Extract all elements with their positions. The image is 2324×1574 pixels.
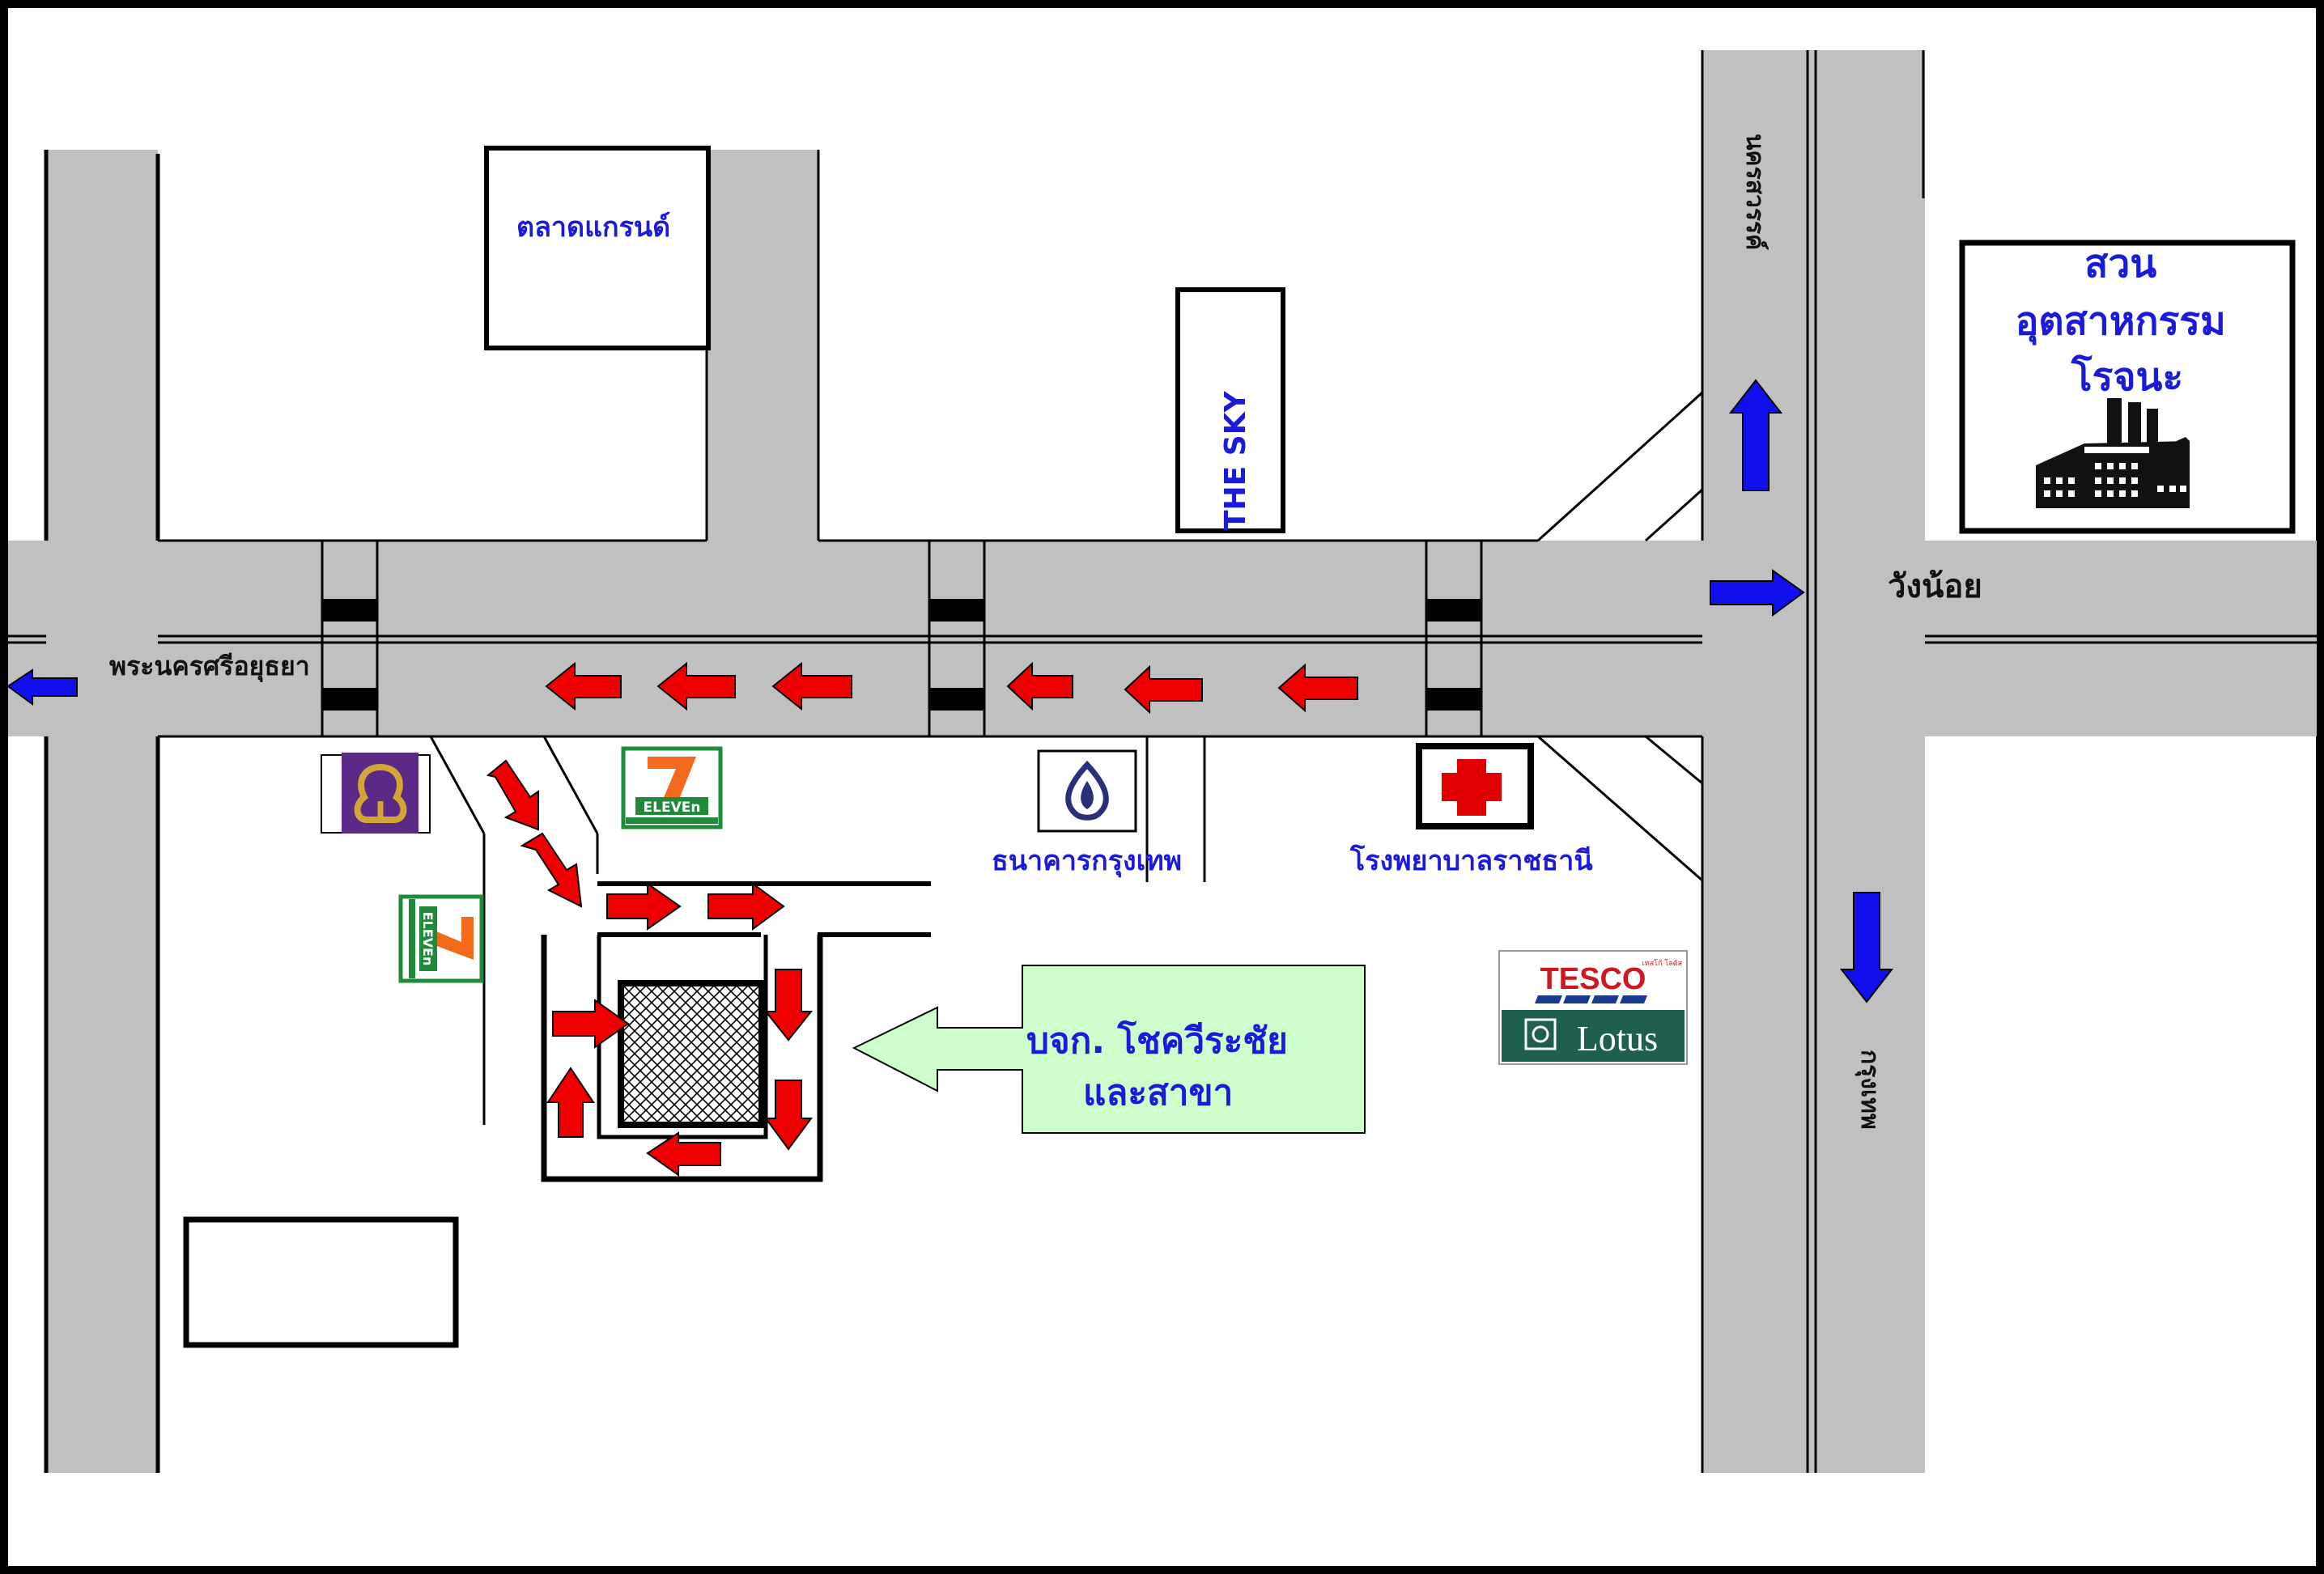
factory-icon	[2036, 398, 2190, 508]
seven-eleven-logo-icon: ELEVEn	[621, 746, 723, 829]
the-sky-label: THE SKY	[1219, 390, 1252, 530]
road-label-east: วังน้อย	[1888, 568, 1982, 605]
direction-arrow-icon	[1124, 664, 1203, 715]
right-road	[1702, 50, 1925, 1473]
market-road	[707, 150, 818, 542]
destination-callout	[852, 965, 1366, 1134]
red-arrows-main-road	[545, 661, 1358, 715]
destination-label-line2: และสาขา	[1083, 1072, 1233, 1114]
direction-arrow-icon	[1006, 661, 1073, 711]
hospital-label: โรงพยาบาลราชธานี	[1349, 844, 1593, 877]
crosswalk-3	[1425, 541, 1483, 736]
direction-arrow-icon	[656, 661, 736, 711]
direction-arrow-icon	[646, 1131, 721, 1177]
road-label-west: พระนครศรีอยุธยา	[109, 651, 310, 683]
direction-arrow-icon	[546, 1067, 595, 1138]
direction-arrow-icon	[6, 668, 78, 706]
direction-arrow-icon	[520, 832, 583, 908]
road-label-south: กรุงเทพ	[1855, 1050, 1884, 1130]
direction-arrow-icon	[771, 661, 852, 711]
road-label-north: นครสวรรค์	[1740, 134, 1769, 250]
destination-compound	[541, 935, 823, 1182]
seven-eleven-text: ELEVEn	[644, 800, 701, 816]
direction-arrow-icon	[545, 661, 622, 711]
the-sky-box	[1175, 287, 1285, 533]
market-label: ตลาดแกรนด์	[516, 211, 670, 244]
empty-building-box	[183, 1216, 459, 1348]
left-road	[46, 150, 158, 1473]
direction-arrow-icon	[763, 969, 814, 1042]
bank-label: ธนาคารกรุงเทพ	[992, 845, 1182, 878]
direction-arrow-icon	[707, 882, 785, 931]
roads	[8, 50, 2317, 1473]
direction-arrow-icon	[764, 1080, 813, 1151]
lotus-text: Lotus	[1577, 1019, 1658, 1059]
crosswalk-2	[928, 541, 986, 736]
direction-arrow-icon	[1277, 663, 1358, 713]
direction-arrow-icon	[606, 882, 682, 931]
direction-arrow-icon	[486, 759, 539, 831]
seven-eleven-text-2: ELEVEn	[420, 912, 435, 966]
direction-arrow-icon	[552, 999, 630, 1049]
blue-arrows	[6, 379, 1894, 1003]
main-highway	[8, 541, 2317, 736]
tesco-text: TESCO	[1540, 962, 1646, 996]
scb-bank-logo-icon	[321, 753, 431, 834]
crosswalk-1	[321, 541, 379, 736]
tesco-lotus-logo-icon: เทสโก้ โลตัส TESCO Lotus	[1498, 950, 1688, 1065]
destination-label-line1: บจก. โชควีระชัย	[1026, 1019, 1288, 1062]
destination-building	[618, 980, 765, 1128]
hospital-cross-icon	[1416, 743, 1534, 829]
seven-eleven-logo-icon-2: ELEVEn	[398, 894, 484, 983]
tesco-small-text: เทสโก้ โลตัส	[1642, 959, 1683, 968]
market-box	[484, 146, 711, 350]
bangkok-bank-logo-icon	[1037, 749, 1137, 833]
red-arrows-route	[486, 759, 814, 1177]
direction-arrow-icon	[1710, 569, 1805, 617]
industrial-park-label: สวน อุตสาหกรรม โรจนะ	[2016, 241, 2240, 400]
direction-arrow-icon	[1728, 379, 1783, 491]
direction-arrow-icon	[1839, 892, 1894, 1003]
